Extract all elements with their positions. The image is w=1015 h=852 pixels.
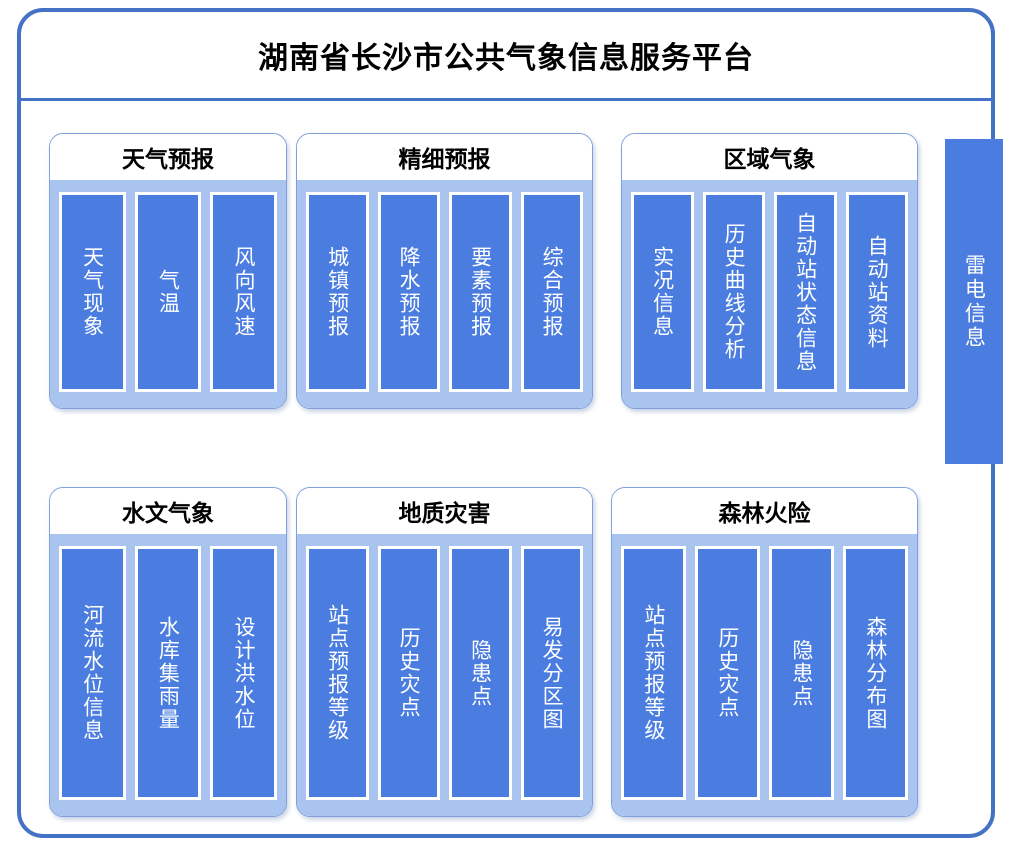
item-label: 易发分区图: [540, 615, 565, 731]
panel-title-forest-fire: 森林火险: [718, 501, 811, 527]
item-label: 历史曲线分析: [722, 223, 747, 361]
item-label: 水库集雨量: [156, 615, 181, 731]
item-label: 森林分布图: [863, 615, 888, 731]
panel-header-fine-forecast: 精细预报: [297, 134, 592, 180]
item-element-forecast[interactable]: 要素预报: [449, 192, 512, 392]
panel-title-weather-forecast: 天气预报: [122, 147, 214, 173]
item-hidden-danger-points-geo[interactable]: 隐患点: [449, 546, 512, 800]
item-hidden-danger-points-forest[interactable]: 隐患点: [769, 546, 834, 800]
item-wind-direction-speed[interactable]: 风向风速: [210, 192, 278, 392]
item-weather-phenomenon[interactable]: 天气现象: [59, 192, 126, 392]
item-label: 站点预报等级: [325, 604, 350, 742]
item-label: 隐患点: [468, 638, 493, 708]
item-river-water-level-information[interactable]: 河流水位信息: [59, 546, 126, 800]
item-label: 雷电信息: [962, 253, 987, 350]
panel-geological-hazard[interactable]: 地质灾害 站点预报等级 历史灾点 隐患点 易发分区图: [296, 487, 593, 817]
item-comprehensive-forecast[interactable]: 综合预报: [520, 192, 583, 392]
panel-hydrology[interactable]: 水文气象 河流水位信息 水库集雨量 设计洪水位: [49, 487, 287, 817]
item-live-information[interactable]: 实况信息: [631, 192, 694, 392]
item-station-forecast-level-forest[interactable]: 站点预报等级: [621, 546, 686, 800]
item-label: 要素预报: [468, 246, 493, 338]
item-label: 天气现象: [80, 246, 105, 338]
item-historical-disaster-points-forest[interactable]: 历史灾点: [695, 546, 760, 800]
panel-body-hydrology: 河流水位信息 水库集雨量 设计洪水位: [50, 534, 286, 816]
item-label: 实况信息: [650, 246, 675, 338]
item-label: 自动站资料: [865, 234, 890, 350]
item-label: 降水预报: [397, 246, 422, 338]
item-reservoir-rainfall[interactable]: 水库集雨量: [134, 546, 202, 800]
panel-body-regional-weather: 实况信息 历史曲线分析 自动站状态信息 自动站资料: [622, 180, 917, 408]
panel-header-regional-weather: 区域气象: [622, 134, 917, 180]
item-label: 综合预报: [540, 246, 565, 338]
item-label: 站点预报等级: [641, 604, 666, 742]
panel-body-geological-hazard: 站点预报等级 历史灾点 隐患点 易发分区图: [297, 534, 592, 816]
item-susceptibility-zoning-map[interactable]: 易发分区图: [520, 546, 583, 800]
item-label: 河流水位信息: [80, 604, 105, 742]
panel-header-geological-hazard: 地质灾害: [297, 488, 592, 534]
item-historical-disaster-points-geo[interactable]: 历史灾点: [377, 546, 440, 800]
panel-title-geological-hazard: 地质灾害: [398, 501, 491, 527]
item-forest-distribution-map[interactable]: 森林分布图: [843, 546, 908, 800]
panel-header-hydrology: 水文气象: [50, 488, 286, 534]
panel-title-fine-forecast: 精细预报: [398, 147, 491, 173]
panel-body-forest-fire: 站点预报等级 历史灾点 隐患点 森林分布图: [612, 534, 917, 816]
item-temperature[interactable]: 气温: [134, 192, 202, 392]
item-town-forecast[interactable]: 城镇预报: [306, 192, 369, 392]
panel-header-forest-fire: 森林火险: [612, 488, 917, 534]
page-title: 湖南省长沙市公共气象信息服务平台: [258, 41, 754, 76]
panel-body-fine-forecast: 城镇预报 降水预报 要素预报 综合预报: [297, 180, 592, 408]
panel-regional-weather[interactable]: 区域气象 实况信息 历史曲线分析 自动站状态信息 自动站资料: [621, 133, 918, 409]
item-label: 自动站状态信息: [793, 211, 818, 373]
item-design-flood-level[interactable]: 设计洪水位: [210, 546, 278, 800]
item-label: 设计洪水位: [232, 615, 257, 731]
item-label: 城镇预报: [325, 246, 350, 338]
application-title-bar: 湖南省长沙市公共气象信息服务平台: [21, 12, 991, 101]
item-station-status-information[interactable]: 自动站状态信息: [774, 192, 837, 392]
item-label: 隐患点: [789, 638, 814, 708]
content-area: 天气预报 天气现象 气温 风向风速 精细预报 城镇预报: [21, 101, 1003, 834]
item-station-data[interactable]: 自动站资料: [845, 192, 908, 392]
application-frame: 湖南省长沙市公共气象信息服务平台 天气预报 天气现象 气温 风向风速 精: [17, 8, 1003, 838]
item-precipitation-forecast[interactable]: 降水预报: [377, 192, 440, 392]
item-label: 风向风速: [232, 246, 257, 338]
panel-body-weather-forecast: 天气现象 气温 风向风速: [50, 180, 286, 408]
item-label: 气温: [156, 269, 181, 315]
panel-weather-forecast[interactable]: 天气预报 天气现象 气温 风向风速: [49, 133, 287, 409]
item-label: 历史灾点: [715, 627, 740, 719]
panel-header-weather-forecast: 天气预报: [50, 134, 286, 180]
panel-title-hydrology: 水文气象: [122, 501, 214, 527]
panel-forest-fire[interactable]: 森林火险 站点预报等级 历史灾点 隐患点 森林分布图: [611, 487, 918, 817]
item-station-forecast-level-geo[interactable]: 站点预报等级: [306, 546, 369, 800]
panel-title-regional-weather: 区域气象: [723, 147, 816, 173]
item-label: 历史灾点: [397, 627, 422, 719]
item-historical-curve-analysis[interactable]: 历史曲线分析: [702, 192, 765, 392]
panel-fine-forecast[interactable]: 精细预报 城镇预报 降水预报 要素预报 综合预报: [296, 133, 593, 409]
item-lightning-information[interactable]: 雷电信息: [945, 139, 1003, 464]
